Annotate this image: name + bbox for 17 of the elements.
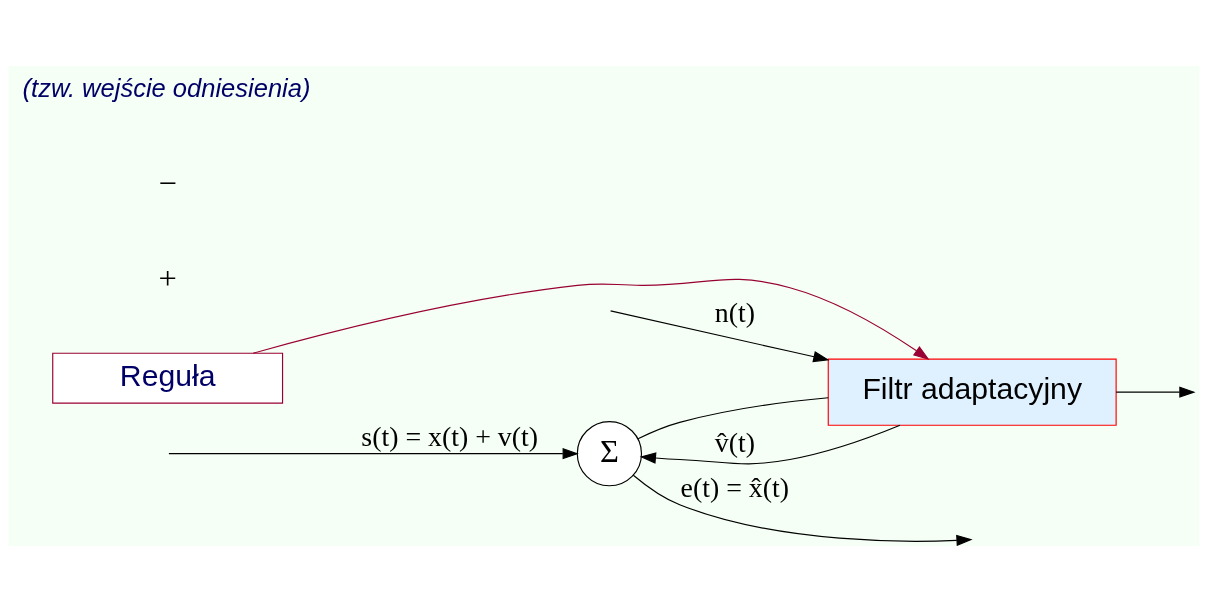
edge-label: v̂(t) (714, 426, 755, 458)
arrow (252, 278, 930, 360)
connector (637, 396, 829, 439)
arrow (639, 424, 901, 464)
label: + (158, 259, 177, 296)
arrow (632, 474, 973, 546)
node-circle: Σ (576, 420, 643, 486)
label: − (158, 164, 177, 201)
edge-label: e(t) = x̂(t) (680, 471, 790, 503)
edge-label: n(t) (714, 296, 755, 328)
arrow (1115, 385, 1196, 398)
arrow (610, 309, 830, 362)
node-box: Reguła (52, 352, 284, 404)
edge-label: s(t) = x(t) + v(t) (361, 420, 539, 452)
arrow (168, 447, 579, 459)
node-box: Filtr adaptacyjny (827, 358, 1117, 426)
label: (tzw. wejście odniesienia) (22, 73, 311, 102)
